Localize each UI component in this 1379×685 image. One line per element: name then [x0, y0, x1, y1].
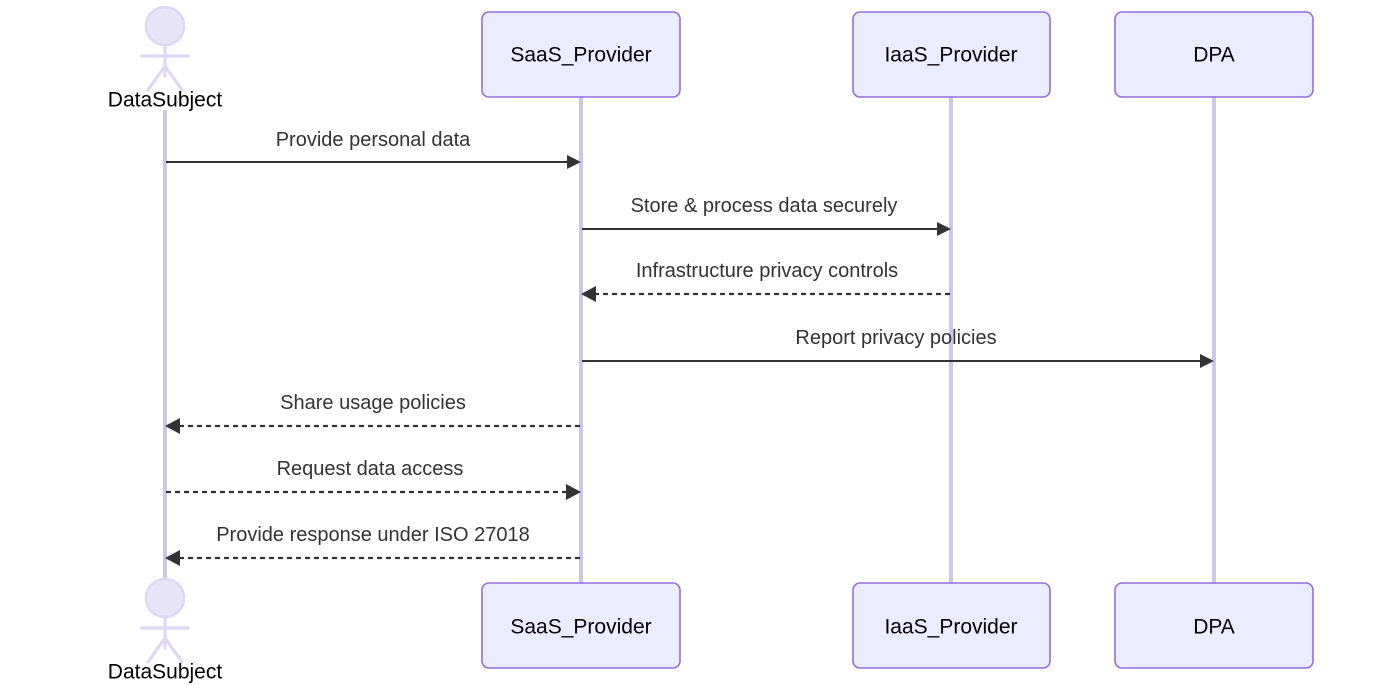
arrowhead-left-icon [581, 286, 596, 302]
participant-footer-datasubject[interactable]: DataSubject [108, 577, 223, 684]
participant-header-datasubject[interactable]: DataSubject [108, 5, 223, 112]
participant-header-saas-provider[interactable]: SaaS_Provider [481, 11, 681, 98]
arrowhead-left-icon [165, 550, 180, 566]
participant-label-saas-provider-top: SaaS_Provider [510, 44, 651, 67]
participant-box-iaas-provider-bottom [852, 582, 1051, 669]
message-provide-personal-data[interactable]: Provide personal data [166, 129, 581, 169]
participant-footer-saas-provider[interactable]: SaaS_Provider [481, 582, 681, 669]
message-label-request-data-access: Request data access [277, 458, 464, 480]
arrowhead-right-icon [567, 155, 581, 169]
lifelines [163, 97, 1216, 583]
participant-label-dpa-bottom: DPA [1193, 616, 1235, 639]
message-label-store-process-data-securely: Store & process data securely [631, 195, 898, 217]
participant-label-saas-provider-bottom: SaaS_Provider [510, 616, 651, 639]
actor-leg-left-icon [146, 64, 167, 92]
actor-leg-right-icon [163, 636, 184, 664]
participant-label-iaas-provider-top: IaaS_Provider [884, 44, 1017, 67]
arrowhead-right-icon [566, 484, 581, 500]
participant-label-dpa-top: DPA [1193, 44, 1235, 67]
participant-footer-dpa[interactable]: DPA [1114, 582, 1314, 669]
actor-head-icon [144, 577, 186, 619]
participant-label-datasubject-bottom: DataSubject [108, 661, 223, 684]
message-request-data-access[interactable]: Request data access [166, 458, 581, 500]
participant-box-dpa-bottom [1114, 582, 1314, 669]
message-label-report-privacy-policies: Report privacy policies [795, 327, 996, 349]
participant-header-dpa[interactable]: DPA [1114, 11, 1314, 98]
message-share-usage-policies[interactable]: Share usage policies [165, 392, 580, 434]
actor-leg-right-icon [163, 64, 184, 92]
message-report-privacy-policies[interactable]: Report privacy policies [582, 327, 1214, 368]
arrowhead-left-icon [165, 418, 180, 434]
message-label-infrastructure-privacy-controls: Infrastructure privacy controls [636, 260, 898, 282]
arrowhead-right-icon [937, 222, 951, 236]
participant-box-dpa-top [1114, 11, 1314, 98]
participant-box-saas-provider-top [481, 11, 681, 98]
participant-footer-iaas-provider[interactable]: IaaS_Provider [852, 582, 1051, 669]
actor-leg-left-icon [146, 636, 167, 664]
message-label-provide-personal-data: Provide personal data [276, 129, 471, 151]
participant-box-saas-provider-bottom [481, 582, 681, 669]
participant-box-iaas-provider-top [852, 11, 1051, 98]
participant-label-datasubject-top: DataSubject [108, 89, 223, 112]
message-label-share-usage-policies: Share usage policies [280, 392, 466, 414]
arrowhead-right-icon [1200, 354, 1214, 368]
actor-head-icon [144, 5, 186, 47]
message-label-provide-response-under-iso-27018: Provide response under ISO 27018 [216, 524, 530, 546]
message-infrastructure-privacy-controls[interactable]: Infrastructure privacy controls [581, 260, 950, 302]
participant-label-iaas-provider-bottom: IaaS_Provider [884, 616, 1017, 639]
participant-header-iaas-provider[interactable]: IaaS_Provider [852, 11, 1051, 98]
message-store-process-data-securely[interactable]: Store & process data securely [582, 195, 951, 236]
message-provide-response-under-iso-27018[interactable]: Provide response under ISO 27018 [165, 524, 580, 566]
